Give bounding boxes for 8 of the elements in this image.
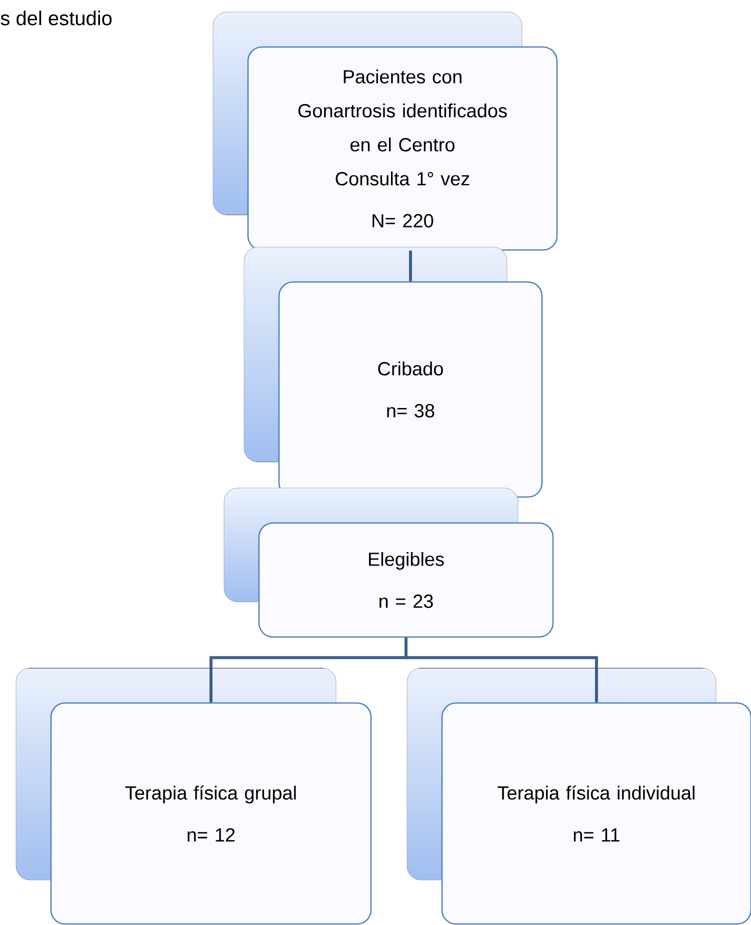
process-box: Terapia física grupal n= 12: [16, 668, 372, 925]
heading-text: s del estudio: [0, 10, 112, 26]
process-box: Pacientes con Gonartrosis identificados en el Centro Consulta 1° vez N= 220: [212, 12, 558, 251]
process-box: Cribado n= 38: [244, 246, 543, 498]
connector-line: [404, 638, 598, 702]
connector-line: [409, 250, 412, 282]
process-box: Terapia física individual n= 11: [406, 668, 751, 925]
process-box: Elegibles n = 23: [224, 488, 554, 638]
